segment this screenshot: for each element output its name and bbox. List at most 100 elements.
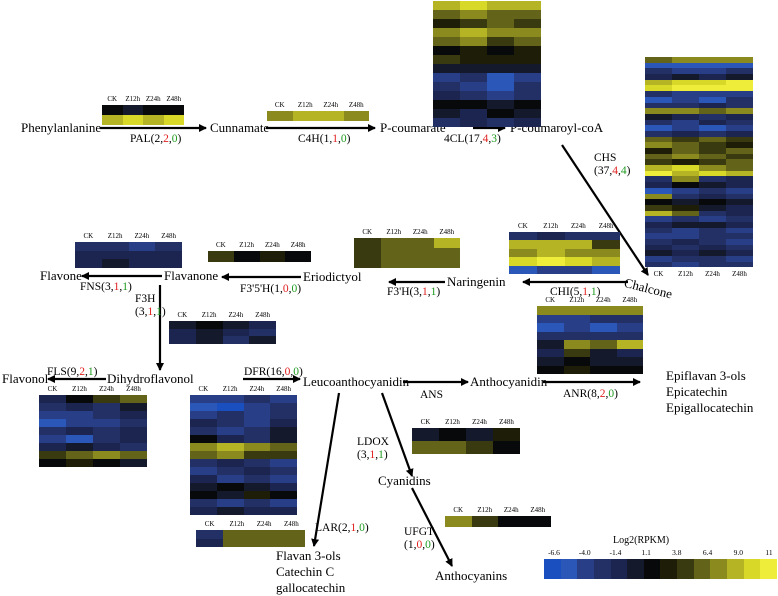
heatmap-cell — [726, 125, 753, 131]
heatmap-cell — [433, 109, 460, 118]
enzyme-f3h-prime: F3'H(3,1,1) — [387, 286, 440, 299]
heatmap-column-header: Z48h — [439, 228, 455, 236]
heatmap-cell — [726, 57, 753, 63]
enzyme-ufgt: UFGT(1,0,0) — [404, 526, 435, 552]
heatmap-cell — [243, 491, 271, 499]
heatmap-cell — [726, 165, 753, 171]
heatmap-column-header: Z12h — [543, 222, 559, 230]
heatmap-cell — [487, 91, 514, 100]
enzyme-up-count: 4 — [612, 165, 618, 177]
heatmap-cell — [514, 82, 541, 91]
heatmap-grid — [433, 1, 541, 127]
heatmap-cell — [460, 37, 487, 46]
enzyme-total: (1, — [319, 133, 333, 145]
heatmap-cell — [270, 411, 297, 419]
heatmap-cell — [672, 85, 699, 92]
heatmap-cell — [672, 170, 699, 177]
heatmap-cell — [471, 516, 498, 527]
enzyme-close: ) — [177, 133, 182, 145]
heatmap-cell — [216, 443, 244, 451]
heatmap-column-header: Z12h — [222, 385, 238, 393]
enzyme-close: ) — [430, 539, 435, 551]
heatmap-column-header: Z24h — [228, 311, 244, 319]
heatmap-grid — [39, 395, 147, 467]
heatmap-cell — [75, 250, 102, 260]
heatmap-column-header: Z24h — [570, 222, 586, 230]
heatmap-cell — [645, 85, 672, 92]
heatmap-grid — [190, 395, 297, 515]
heatmap-cell — [699, 74, 726, 80]
heatmap-column-header: Z24h — [323, 101, 339, 109]
heatmap-grid — [169, 321, 276, 345]
heatmap-cell — [343, 111, 369, 121]
enzyme-name: LAR — [315, 522, 338, 534]
heatmap-cell — [672, 62, 699, 69]
heatmap-cell — [407, 248, 434, 258]
heatmap-cell — [216, 483, 244, 491]
heatmap-cell — [493, 428, 520, 441]
enzyme-c4h: C4H(1,1,0) — [298, 133, 350, 146]
enzyme-dfr: DFR(16,0,0) — [244, 366, 303, 379]
compound-catechin-c: Catechin C — [276, 564, 335, 579]
heatmap-cell — [590, 323, 617, 332]
heatmap-cell — [699, 68, 726, 75]
heatmap-cell — [672, 187, 699, 194]
heatmap-grid — [445, 516, 551, 527]
heatmap-cell — [509, 248, 537, 258]
heatmap-cell — [270, 435, 297, 443]
heatmap-cell — [726, 108, 753, 114]
heatmap-cell — [208, 251, 234, 262]
heatmap-cell — [726, 62, 753, 69]
heatmap-cell — [216, 403, 244, 411]
compound-flavanone: Flavanone — [164, 268, 219, 283]
heatmap-cell — [645, 239, 672, 245]
heatmap-cell — [216, 475, 244, 483]
heatmap-cell — [195, 328, 223, 337]
heatmap-cell — [699, 130, 726, 137]
heatmap-cell — [672, 91, 699, 97]
heatmap-cell — [726, 187, 753, 194]
heatmap-cell — [699, 148, 726, 154]
heatmap-cell — [143, 115, 164, 125]
heatmap-cell — [699, 227, 726, 234]
heatmap-cell — [243, 467, 271, 475]
compound-leucoanthocyanidin: Leucoanthocyanidin — [303, 374, 410, 389]
enzyme-down-count: 0 — [293, 366, 299, 378]
heatmap-cell — [487, 46, 514, 55]
heatmap-cell — [672, 96, 699, 103]
heatmap-cell — [190, 467, 217, 475]
heatmap-cell — [726, 85, 753, 92]
enzyme-name: ANR — [563, 388, 588, 400]
heatmap-cell — [216, 459, 244, 467]
heatmap-cell — [699, 182, 726, 188]
heatmap-cell — [672, 108, 699, 114]
heatmap-cell — [433, 91, 460, 100]
enzyme-up-count: 1 — [369, 449, 376, 461]
enzyme-lar: LAR(2,1,0) — [315, 522, 369, 535]
enzyme-f35h: F3'5'H(1,0,0) — [240, 283, 301, 296]
heatmap-cell — [699, 199, 726, 205]
heatmap-cell — [498, 516, 525, 527]
enzyme-sep: , — [168, 133, 172, 145]
heatmap-cell — [645, 221, 672, 228]
heatmap-cell — [270, 459, 297, 467]
enzyme-total: (3, — [409, 286, 422, 298]
heatmap-column-header: CK — [420, 418, 431, 426]
heatmap-cell — [233, 251, 260, 262]
heatmap-cell — [672, 216, 699, 222]
heatmap-cell — [243, 419, 271, 427]
heatmap-cell — [564, 265, 593, 274]
enzyme-fls: FLS(9,2,1) — [47, 366, 98, 379]
heatmap-cell — [249, 321, 276, 329]
heatmap-cell — [433, 37, 460, 46]
heatmap-cell — [460, 64, 487, 73]
heatmap-cell — [196, 538, 224, 547]
heatmap-cell — [645, 261, 672, 268]
heatmap-cell — [616, 365, 643, 374]
heatmap-cell — [460, 91, 487, 100]
